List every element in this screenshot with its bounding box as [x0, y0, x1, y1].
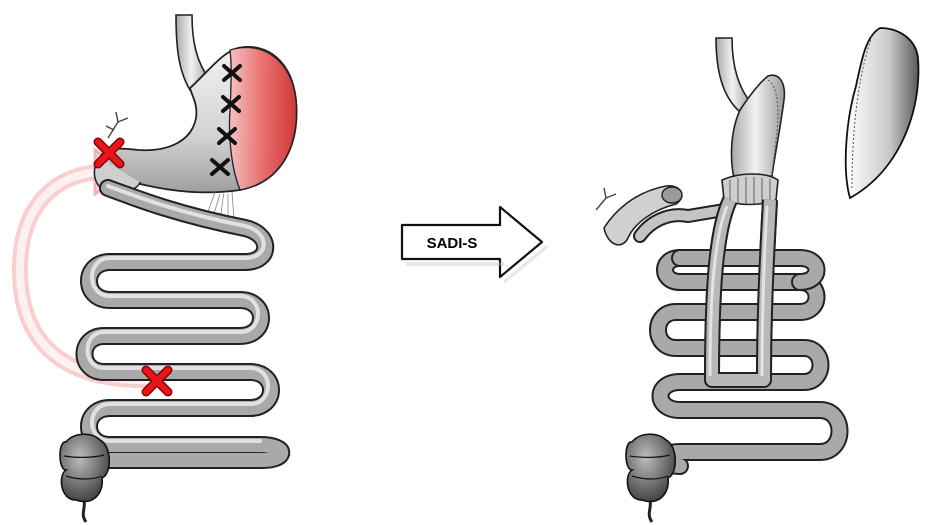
vessel-branch: [106, 112, 128, 138]
removed-stomach-portion: [846, 28, 919, 198]
procedure-arrow-label: SADI-S: [427, 235, 478, 252]
appendix: [83, 500, 86, 522]
sadi-s-anatomy: [596, 28, 918, 522]
vessel-branch-right: [596, 188, 616, 210]
cecum-right: [626, 434, 675, 522]
cecum: [60, 434, 109, 522]
original-anatomy: [20, 15, 297, 522]
procedure-arrow: SADI-S: [402, 207, 548, 284]
appendix-right: [649, 500, 652, 522]
